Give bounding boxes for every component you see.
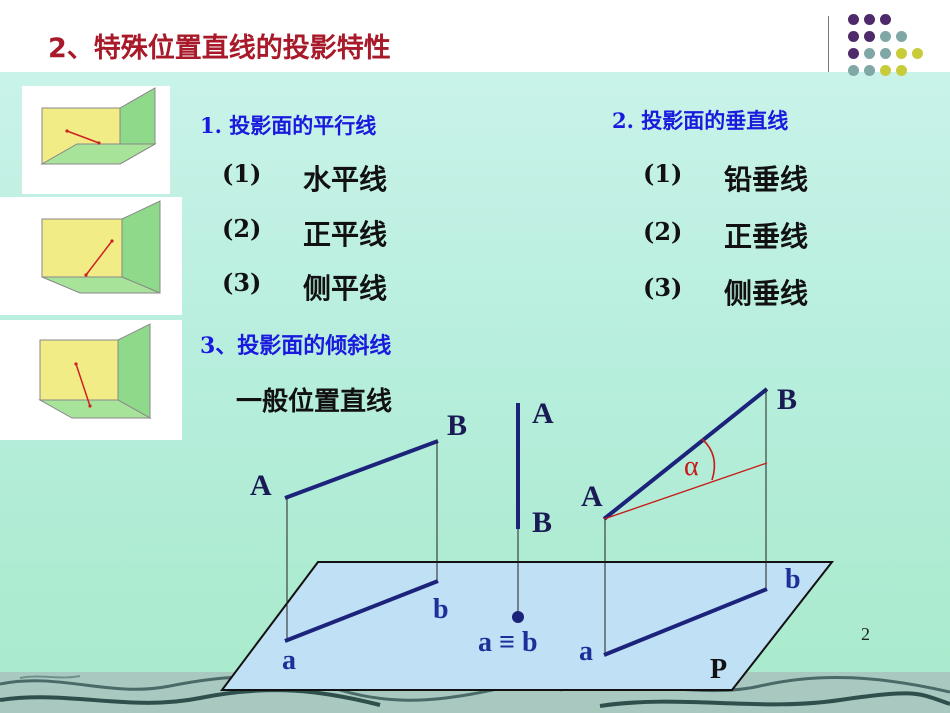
section2-item3-text: 侧垂线 (724, 277, 809, 310)
plane-label-P: P (710, 654, 728, 685)
section1-item3-num: (3) (222, 268, 262, 297)
section2-item1-num: (1) (643, 159, 683, 188)
angle-arc (701, 438, 716, 481)
left-space-line (284, 439, 439, 500)
left-label-a: a (282, 645, 296, 676)
middle-projection-point (512, 611, 524, 623)
middle-label-A: A (532, 397, 554, 430)
left-label-B: B (447, 409, 468, 442)
section2-item2-text: 正垂线 (724, 220, 809, 253)
section3-heading: 3、投影面的倾斜线 (200, 333, 392, 359)
right-label-A: A (581, 480, 603, 513)
right-label-B: B (777, 383, 798, 416)
section1-item2-num: (2) (222, 214, 262, 243)
left-projection-line (284, 579, 439, 643)
right-label-b: b (785, 564, 801, 595)
middle-label-B: B (532, 506, 553, 539)
section1-item1-num: (1) (222, 159, 262, 188)
thumbnail-horizontal-line (22, 86, 170, 194)
angle-reference-line (603, 462, 768, 520)
right-space-line (602, 387, 769, 521)
angle-label-alpha: α (684, 451, 699, 482)
section2-item1-text: 铅垂线 (724, 163, 809, 196)
section2-heading: 2. 投影面的垂直线 (612, 108, 789, 133)
right-projection-line (603, 587, 768, 657)
section1-item1-text: 水平线 (303, 163, 388, 196)
thumbnail-profile-line (0, 320, 182, 440)
left-label-A: A (250, 469, 272, 502)
section1-heading: 1. 投影面的平行线 (200, 113, 377, 138)
section1-item2-text: 正平线 (303, 218, 388, 251)
right-label-a: a (579, 636, 593, 667)
left-label-b: b (433, 594, 449, 625)
middle-label-projection: a ≡ b (478, 627, 538, 658)
section3-subheading: 一般位置直线 (236, 387, 393, 417)
page-number: 2 (861, 624, 870, 644)
projection-plane (220, 561, 835, 691)
section2-item2-num: (2) (643, 217, 683, 246)
page-title: 2、特殊位置直线的投影特性 (48, 33, 391, 64)
section1-item3-text: 侧平线 (303, 272, 388, 305)
section2-item3-num: (3) (643, 273, 683, 302)
header-divider (828, 16, 829, 72)
thumbnail-frontal-line (0, 197, 182, 315)
